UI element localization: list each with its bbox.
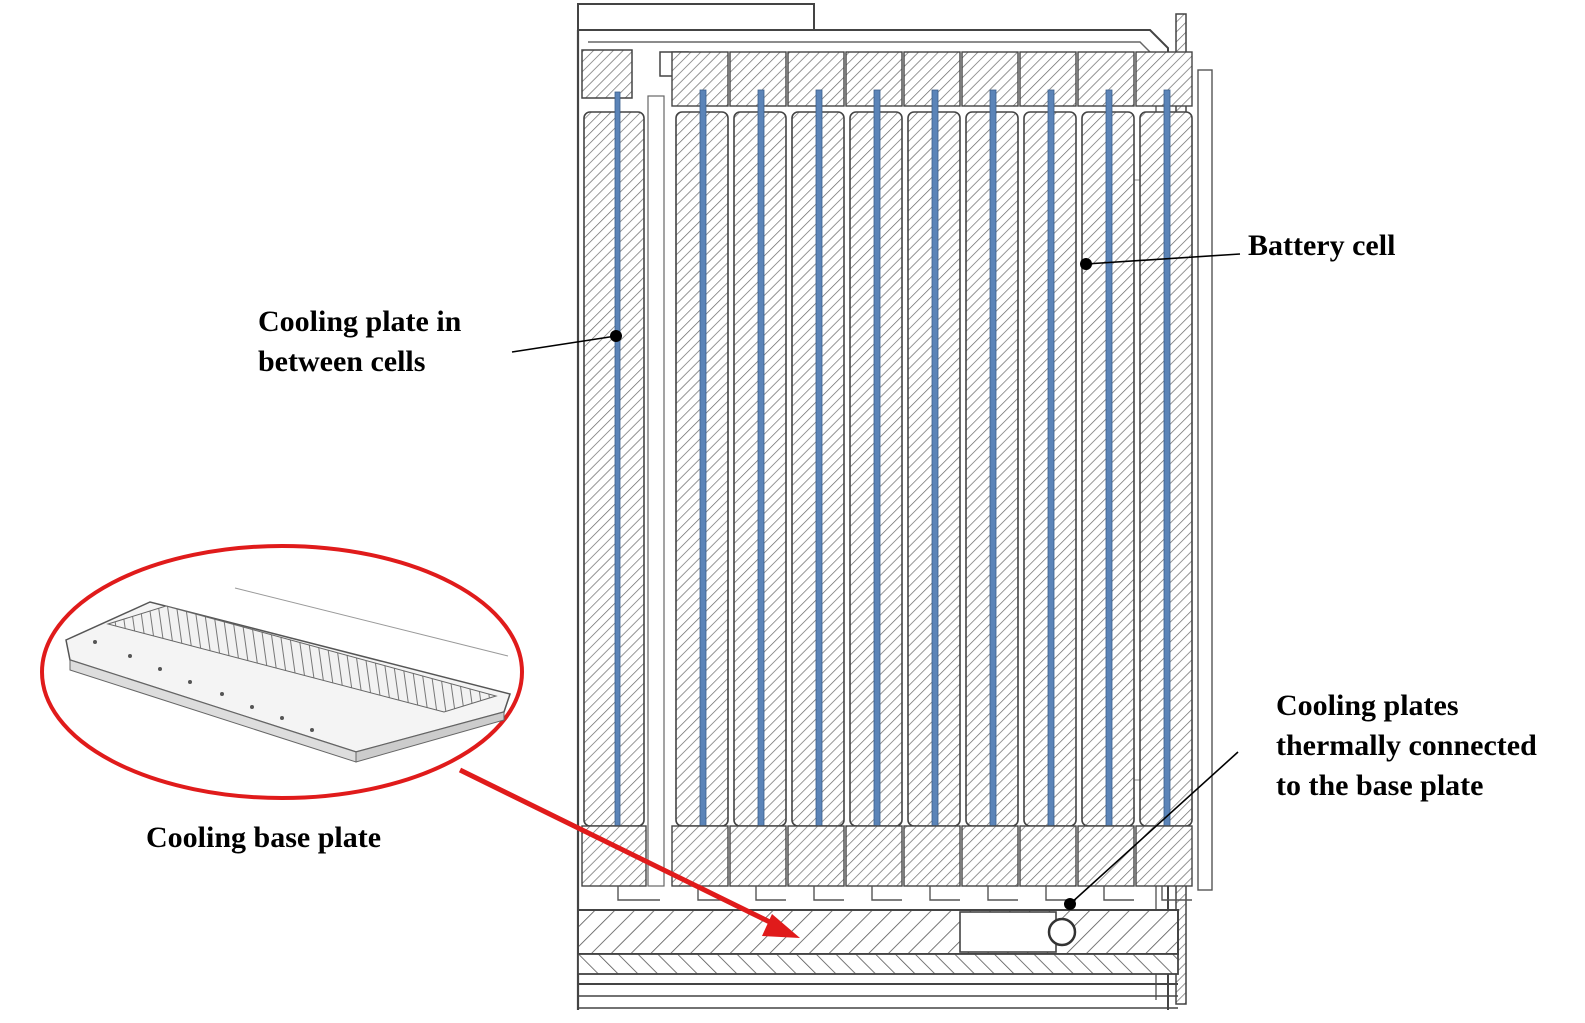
bottom-clip: [845, 825, 903, 887]
label-line: Cooling plates: [1276, 689, 1459, 722]
label-line: to the base plate: [1276, 769, 1484, 802]
plate-foot: [755, 886, 786, 901]
callout-arrow: [458, 767, 800, 938]
bottom-clip: [961, 825, 1019, 887]
cooling-plates-between-cells: [614, 89, 1171, 881]
bottom-clip: [903, 825, 961, 887]
battery-cell: [583, 111, 645, 827]
cooling-plate: [873, 89, 881, 881]
base-plate-callout: [40, 544, 524, 800]
cooling-plates-connected-label: Cooling plates thermally connected to th…: [1276, 686, 1537, 806]
cooling-plate: [699, 89, 707, 881]
plate-foot: [1161, 886, 1192, 901]
label-line: Cooling plate in: [258, 305, 462, 338]
plate-foot: [813, 886, 844, 901]
plate-foot: [617, 886, 660, 901]
plate-foot: [697, 886, 728, 901]
cell-separator: [647, 95, 665, 887]
cooling-base-plate-label: Cooling base plate: [146, 821, 382, 854]
bottom-clip: [1077, 825, 1135, 887]
thermal-connection-marker: [1064, 898, 1076, 910]
cooling-plate-marker: [610, 330, 622, 342]
label-line: thermally connected: [1276, 729, 1537, 762]
cooling-plate: [614, 91, 621, 873]
bottom-clip: [1135, 825, 1193, 887]
battery-cell-marker: [1080, 258, 1092, 270]
battery-cells: [583, 69, 1213, 891]
cooling-plate: [757, 89, 765, 881]
plate-foot: [929, 886, 960, 901]
cooling-base-plate-section: [577, 909, 1179, 1009]
label-line: between cells: [258, 345, 426, 378]
bottom-clip: [1019, 825, 1077, 887]
cooling-plate: [1047, 89, 1055, 881]
cooling-plate: [1163, 89, 1171, 881]
cooling-plate: [815, 89, 823, 881]
bottom-clip: [787, 825, 845, 887]
battery-cell-label: Battery cell: [1248, 229, 1396, 262]
plate-foot: [1103, 886, 1134, 901]
leader-lines: [511, 253, 1241, 910]
cooling-plate: [931, 89, 939, 881]
plate-foot: [1045, 886, 1076, 901]
plate-foot: [987, 886, 1018, 901]
end-wall: [1197, 69, 1213, 891]
cooling-plate: [1105, 89, 1113, 881]
cooling-plate: [989, 89, 997, 881]
cooling-plate-between-cells-label: Cooling plate in between cells: [258, 302, 461, 382]
bottom-cell-clips: [581, 825, 1193, 901]
bottom-clip: [729, 825, 787, 887]
plate-foot: [871, 886, 902, 901]
